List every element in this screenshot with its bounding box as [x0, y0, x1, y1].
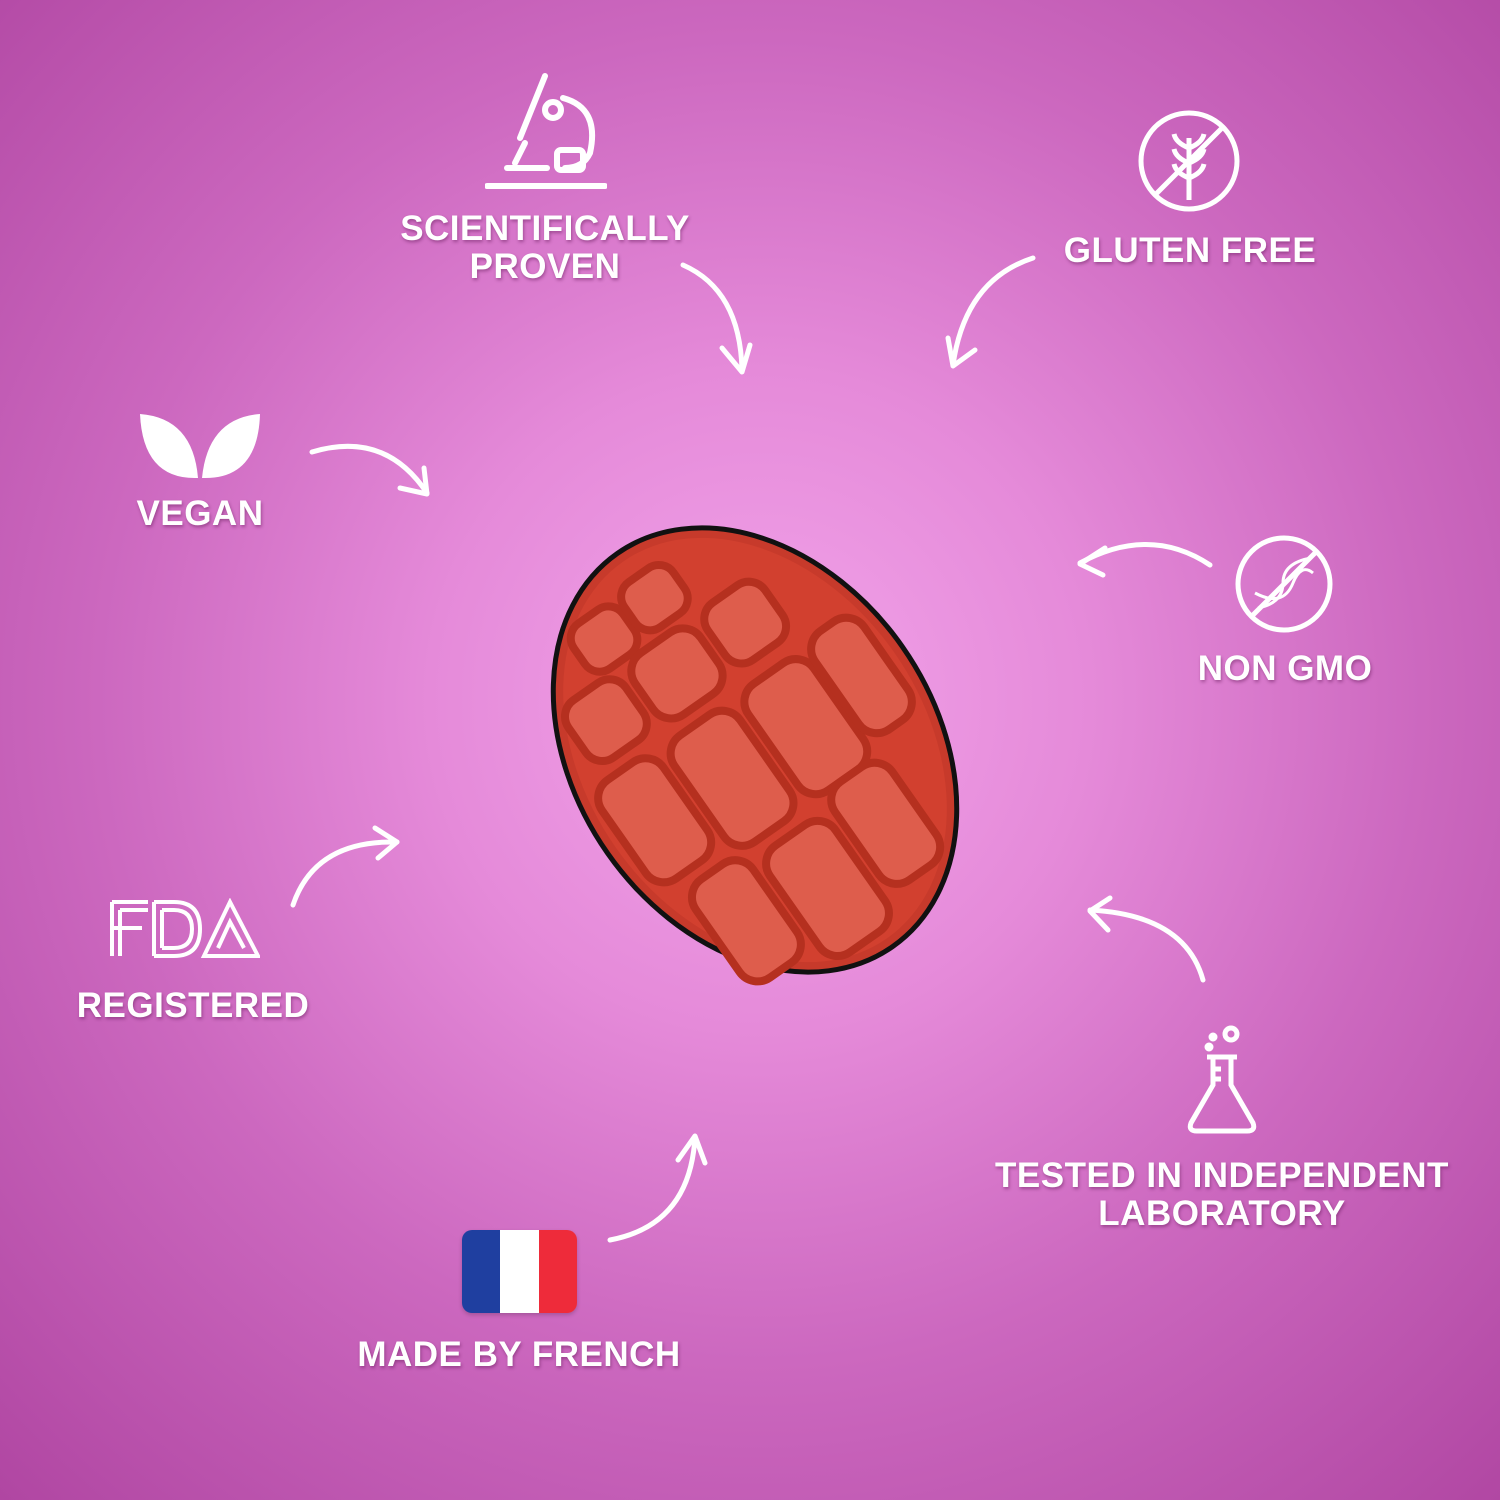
label-line: LABORATORY — [1098, 1194, 1346, 1233]
label-gluten-free: GLUTEN FREE — [1063, 231, 1317, 270]
label-registered: REGISTERED — [76, 986, 310, 1025]
arrow-nongmo — [1077, 542, 1213, 578]
arrow-tested — [1087, 895, 1206, 983]
gummy-image — [550, 525, 960, 986]
arrow-vegan — [309, 443, 430, 497]
microscope-icon — [485, 73, 607, 189]
label-line: TESTED IN INDEPENDENT — [995, 1156, 1449, 1195]
arrow-fda — [290, 825, 400, 908]
arrow-gluten — [945, 255, 1036, 369]
label-vegan: VEGAN — [136, 494, 264, 533]
arrow-scientific — [680, 262, 753, 375]
label-line: SCIENTIFICALLY — [400, 209, 690, 248]
label-line: PROVEN — [469, 247, 621, 286]
no-gluten-icon — [1138, 110, 1240, 212]
no-gmo-dna-icon — [1235, 535, 1333, 633]
label-non-gmo: NON GMO — [1197, 649, 1373, 688]
label-made-by-french: MADE BY FRENCH — [357, 1335, 681, 1374]
fda-logo — [110, 898, 260, 958]
arrow-french — [607, 1133, 708, 1243]
leaves-icon — [140, 414, 260, 479]
flask-icon — [1187, 1025, 1257, 1134]
french-flag-icon — [462, 1230, 577, 1313]
